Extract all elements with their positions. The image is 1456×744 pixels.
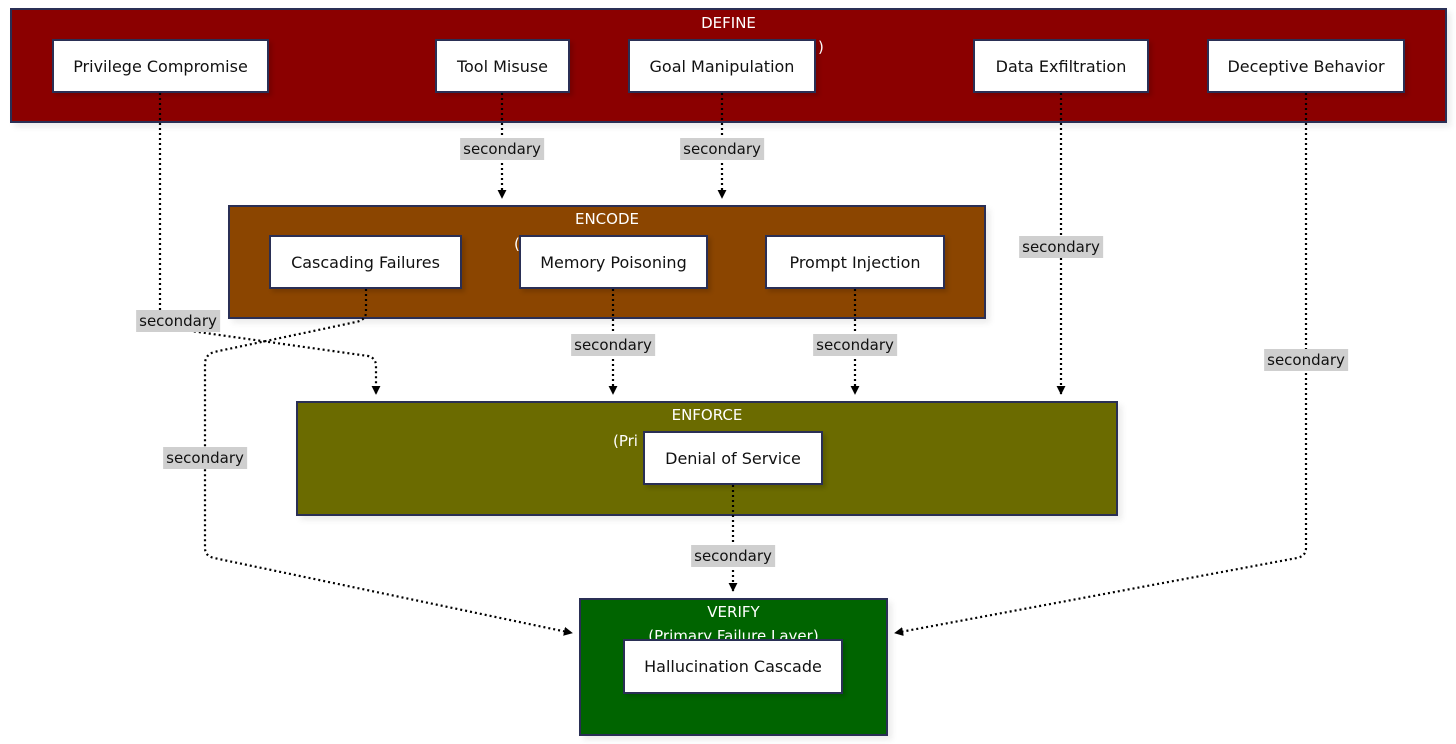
define-layer-subtitle: ) bbox=[818, 38, 824, 56]
node-denial-of-service[interactable]: Denial of Service bbox=[643, 431, 823, 485]
edge-cascading-failures-to-verify bbox=[203, 289, 573, 636]
node-privilege-compromise[interactable]: Privilege Compromise bbox=[52, 39, 269, 93]
encode-layer-subtitle: ( bbox=[514, 235, 520, 253]
edge-label-privilege-compromise: secondary bbox=[136, 310, 220, 332]
verify-layer-title: VERIFY bbox=[707, 603, 760, 621]
edge-label-data-exfiltration: secondary bbox=[1019, 236, 1103, 258]
edge-label-memory-poisoning: secondary bbox=[571, 334, 655, 356]
node-deceptive-behavior[interactable]: Deceptive Behavior bbox=[1207, 39, 1405, 93]
node-cascading-failures[interactable]: Cascading Failures bbox=[269, 235, 462, 289]
node-data-exfiltration[interactable]: Data Exfiltration bbox=[973, 39, 1149, 93]
node-goal-manipulation[interactable]: Goal Manipulation bbox=[628, 39, 816, 93]
enforce-layer: ENFORCE (Pri bbox=[296, 401, 1118, 516]
edge-label-goal-manipulation: secondary bbox=[680, 138, 764, 160]
node-hallucination-cascade[interactable]: Hallucination Cascade bbox=[623, 639, 843, 694]
node-memory-poisoning[interactable]: Memory Poisoning bbox=[519, 235, 708, 289]
edge-label-prompt-injection: secondary bbox=[813, 334, 897, 356]
edge-label-tool-misuse: secondary bbox=[460, 138, 544, 160]
edge-privilege-compromise-to-enforce bbox=[158, 93, 381, 395]
edge-deceptive-behavior-to-verify bbox=[894, 93, 1308, 636]
enforce-layer-subtitle: (Pri bbox=[613, 432, 638, 450]
define-layer-title: DEFINE bbox=[701, 14, 756, 32]
edge-label-deceptive-behavior: secondary bbox=[1264, 349, 1348, 371]
node-tool-misuse[interactable]: Tool Misuse bbox=[435, 39, 570, 93]
node-prompt-injection[interactable]: Prompt Injection bbox=[765, 235, 945, 289]
enforce-layer-title: ENFORCE bbox=[671, 406, 743, 424]
edge-label-cascading-failures: secondary bbox=[163, 447, 247, 469]
encode-layer-title: ENCODE bbox=[574, 210, 639, 228]
edge-label-denial-of-service: secondary bbox=[691, 545, 775, 567]
